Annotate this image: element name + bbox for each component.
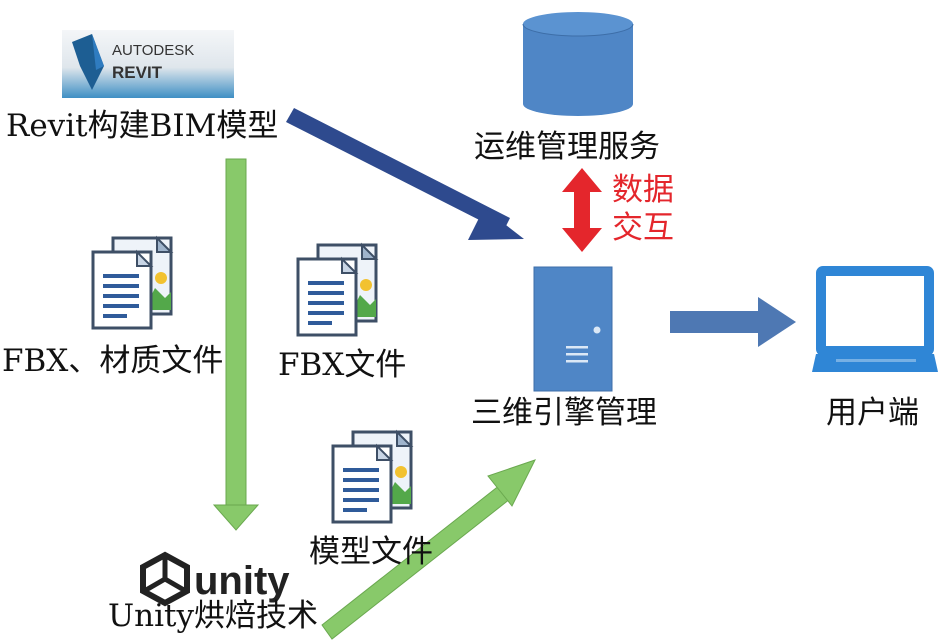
- revit-brand-line2: REVIT: [112, 63, 163, 82]
- unity-icon: [140, 551, 190, 607]
- engine-label: 三维引擎管理: [471, 395, 657, 431]
- document-image-icon: [296, 242, 379, 337]
- red-double-arrow: [562, 168, 602, 252]
- document-image-icon: [91, 235, 174, 330]
- green-arrow-unity-to-engine: [321, 459, 536, 640]
- unity-bake-label: Unity烘焙技术: [108, 598, 318, 634]
- dark-arrow-revit-to-engine: [286, 108, 524, 240]
- data-interaction-label-1: 数据: [612, 172, 674, 208]
- monitor-icon: [812, 266, 938, 372]
- ops-service-label: 运维管理服务: [474, 129, 660, 165]
- revit-brand-line1: AUTODESK: [112, 42, 194, 59]
- server-icon: [533, 266, 613, 392]
- unity-logo-text: unity: [194, 559, 290, 603]
- revit-logo: AUTODESK REVIT: [62, 30, 234, 98]
- fbx-file-label: FBX文件: [278, 347, 407, 383]
- document-image-icon: [331, 429, 414, 524]
- model-file-label: 模型文件: [309, 534, 433, 570]
- blue-arrow-engine-to-user: [670, 297, 796, 347]
- data-interaction-label-2: 交互: [612, 210, 674, 246]
- fbx-material-label: FBX、材质文件: [2, 343, 224, 379]
- user-client-label: 用户端: [826, 395, 919, 431]
- revit-bim-label: Revit构建BIM模型: [6, 108, 279, 144]
- green-arrow-revit-to-unity: [212, 158, 260, 531]
- database-icon: [522, 12, 634, 116]
